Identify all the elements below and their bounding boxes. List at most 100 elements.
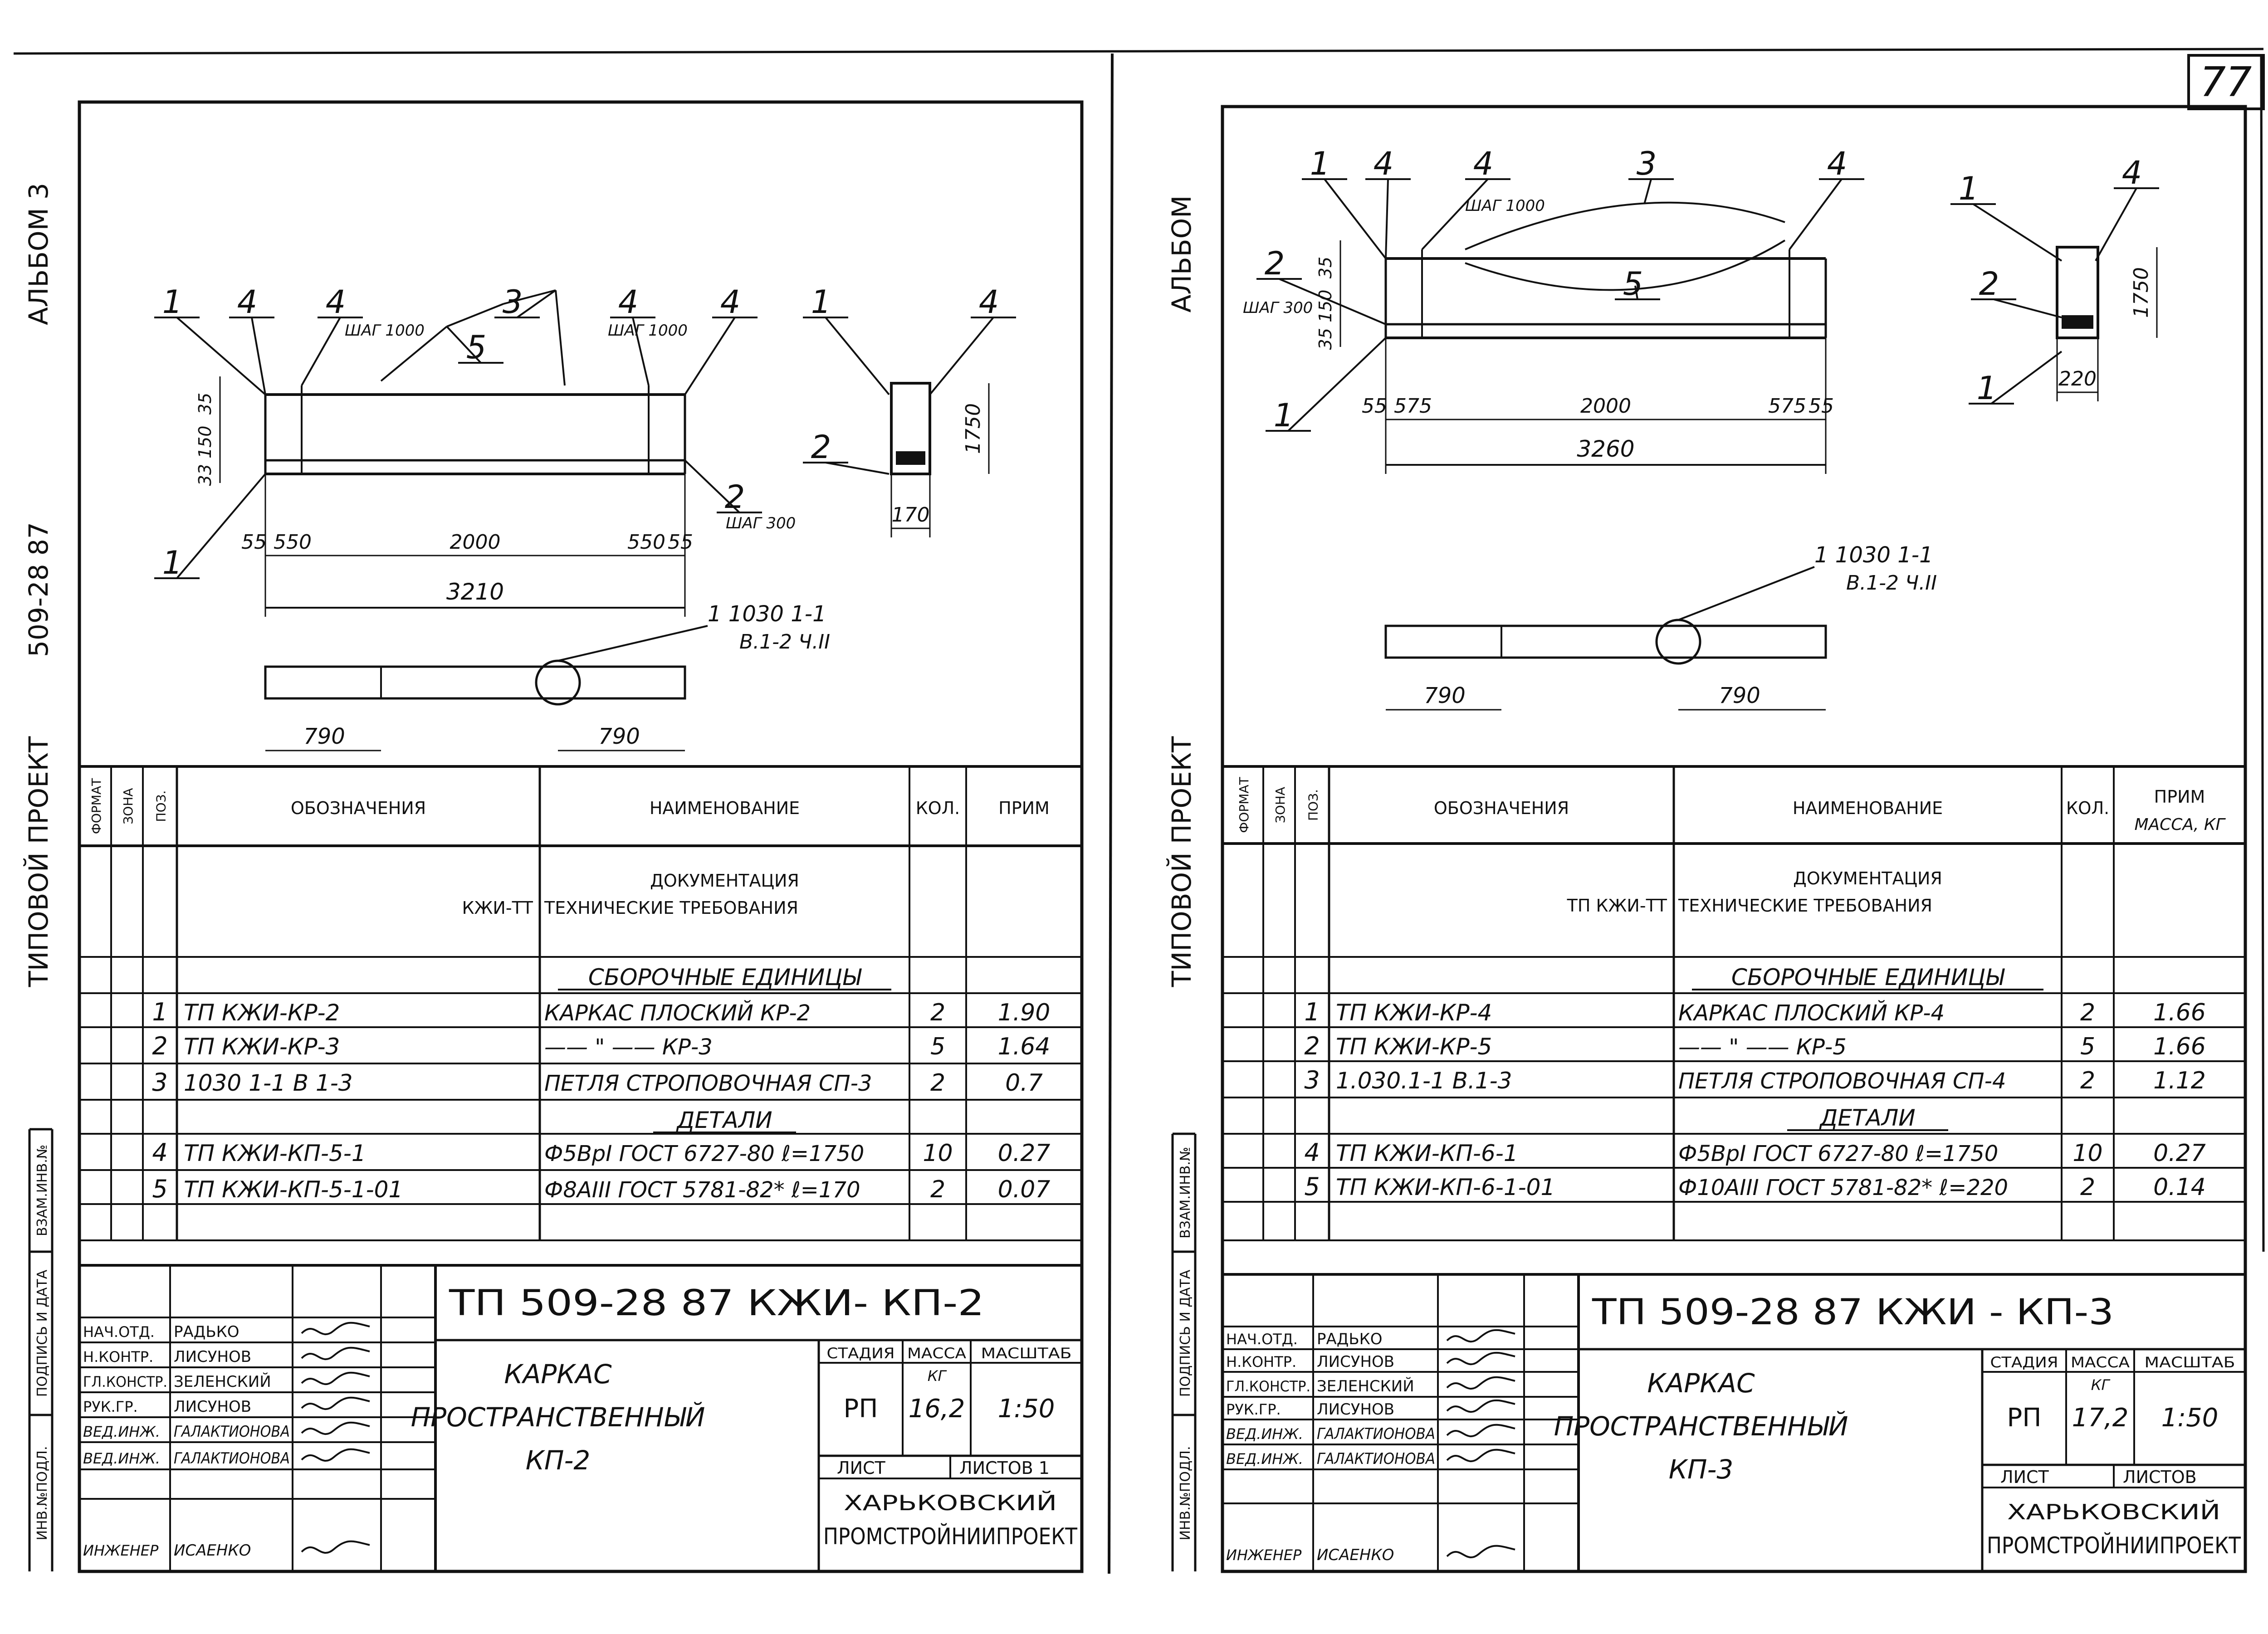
row-designation: ТП КЖИ-КР-3 <box>184 1034 340 1060</box>
section-heading: СБОРОЧНЫЕ ЕДИНИЦЫ <box>1731 964 2005 990</box>
row-name: Ф10АIII ГОСТ 5781-82* ℓ=220 <box>1678 1175 2008 1200</box>
callout-number: 1 <box>1977 370 1997 407</box>
row-qty: 2 <box>2080 999 2095 1026</box>
row-note: 1.90 <box>998 999 1051 1026</box>
title-name: ЛИСУНОВ <box>1317 1353 1394 1371</box>
page-number-box <box>2187 54 2265 110</box>
title-name: ГАЛАКТИОНОВА <box>1317 1450 1435 1468</box>
row-pos: 5 <box>152 1175 167 1203</box>
callout-leader <box>825 317 890 395</box>
ref-note: В.1-2 Ч.II <box>1846 571 1937 595</box>
callout-leader <box>516 289 557 318</box>
signature-mark <box>301 1540 370 1554</box>
scale-value: 1:50 <box>998 1394 1055 1424</box>
row-designation: ТП КЖИ-КР-5 <box>1336 1034 1492 1060</box>
callout-leader <box>1993 298 2062 318</box>
row-pos: 2 <box>1304 1032 1320 1060</box>
signature-mark <box>1446 1399 1515 1413</box>
dim-bottom: 2000 <box>450 531 501 554</box>
table-header: МАССА, КГ <box>2134 815 2226 834</box>
title-name: ЗЕЛЕНСКИЙ <box>174 1372 271 1391</box>
title-role: ИНЖЕНЕР <box>1226 1546 1302 1564</box>
row-note: 0.07 <box>998 1176 1051 1203</box>
callout-number: 4 <box>237 283 258 321</box>
callout-leader <box>1279 278 1386 325</box>
row-name: КАРКАС ПЛОСКИЙ КР-2 <box>544 1000 811 1026</box>
title-name: РАДЬКО <box>174 1323 240 1341</box>
title-role: ВЕД.ИНЖ. <box>1226 1425 1303 1443</box>
dim-vertical: 1750 <box>2130 267 2153 318</box>
title-role: РУК.ГР. <box>83 1398 138 1415</box>
table-header: ПРИМ <box>998 798 1050 818</box>
loop-line <box>380 326 448 382</box>
signature-mark <box>301 1421 370 1435</box>
title-name: ГАЛАКТИОНОВА <box>174 1423 290 1441</box>
dim-vertical: 33 150 <box>195 426 215 486</box>
drawing-title: КП-3 <box>1669 1454 1734 1485</box>
section-heading: СБОРОЧНЫЕ ЕДИНИЦЫ <box>588 964 862 990</box>
dim-bottom: 55 <box>241 531 267 554</box>
sheet-label: ЛИСТ <box>837 1458 886 1478</box>
step-label: ШАГ 1000 <box>345 322 425 340</box>
side-strip-label: ПОДПИСЬ И ДАТА <box>1178 1269 1193 1397</box>
signature-mark <box>1446 1376 1515 1390</box>
callout-leader <box>1421 178 1489 250</box>
title-name: РАДЬКО <box>1317 1330 1383 1348</box>
side-strip-label: ПОДПИСЬ И ДАТА <box>34 1269 50 1397</box>
callout-leader <box>684 317 736 395</box>
drawing-title: КАРКАС <box>1647 1368 1755 1399</box>
table-header: НАИМЕНОВАНИЕ <box>650 798 800 818</box>
callout-number: 5 <box>1623 265 1643 302</box>
table-header: ОБОЗНАЧЕНИЯ <box>291 798 426 818</box>
project-label: ТИПОВОЙ ПРОЕКТ <box>1166 736 1197 987</box>
loop-line <box>503 289 556 305</box>
mass-unit: КГ <box>928 1367 947 1385</box>
section-heading: ДЕТАЛИ <box>676 1107 772 1133</box>
table-header: ФОРМАТ <box>89 778 104 834</box>
callout-number: 4 <box>1827 145 1848 182</box>
dim-vertical: 1750 <box>962 403 985 454</box>
dim-bottom: 550 <box>627 531 665 554</box>
row-designation: ТП КЖИ-КР-4 <box>1336 1000 1492 1026</box>
drawing-title: ПРОСТРАНСТВЕННЫЙ <box>411 1401 705 1433</box>
mass-value: 17,2 <box>2072 1403 2129 1433</box>
dim-vertical: 35 150 <box>1315 290 1335 350</box>
signature-mark <box>1446 1351 1515 1366</box>
callout-number: 2 <box>725 478 745 516</box>
row-note: 1.64 <box>998 1033 1051 1060</box>
doc-designation: ТП КЖИ-ТТ <box>1567 896 1667 916</box>
callout-number: 1 <box>162 544 183 581</box>
row-designation: ТП КЖИ-КП-5-1 <box>184 1140 366 1166</box>
row-qty: 10 <box>2072 1140 2102 1167</box>
doc-designation: КЖИ-ТТ <box>462 898 533 918</box>
title-name: ИСАЕНКО <box>174 1541 251 1560</box>
stage-value: РП <box>2007 1403 2042 1433</box>
table-header: ЗОНА <box>1273 787 1288 823</box>
step-label: ШАГ 300 <box>726 514 796 532</box>
title-name: ЛИСУНОВ <box>174 1398 251 1416</box>
row-pos: 4 <box>152 1138 167 1167</box>
title-role: ВЕД.ИНЖ. <box>83 1450 160 1467</box>
callout-number: 2 <box>811 429 831 466</box>
ref-note: 1 1030 1-1 <box>708 601 826 627</box>
callout-leader <box>176 473 266 579</box>
title-name: ГАЛАКТИОНОВА <box>1317 1425 1435 1443</box>
callout-number: 2 <box>1979 265 1999 302</box>
title-role: НАЧ.ОТД. <box>1226 1331 1298 1348</box>
side-strip-label: ИНВ.№ПОДЛ. <box>34 1446 50 1540</box>
org-name: ХАРЬКОВСКИЙ <box>844 1491 1057 1515</box>
dim-elevation: 790 <box>1719 683 1760 708</box>
title-role: ВЕД.ИНЖ. <box>83 1423 160 1440</box>
callout-number: 3 <box>503 283 523 321</box>
callout-number: 1 <box>1274 397 1294 434</box>
cross-section <box>890 382 931 475</box>
ref-note: 1 1030 1-1 <box>1814 542 1933 568</box>
table-header: ЗОНА <box>121 788 136 824</box>
signature-mark <box>301 1371 370 1385</box>
row-note: 0.27 <box>998 1140 1051 1167</box>
dim-bottom: 55 <box>1809 395 1834 418</box>
org-name: ПРОМСТРОЙНИИПРОЕКТ <box>1987 1532 2241 1559</box>
callout-leader <box>251 317 266 395</box>
title-name: ЛИСУНОВ <box>174 1348 251 1366</box>
